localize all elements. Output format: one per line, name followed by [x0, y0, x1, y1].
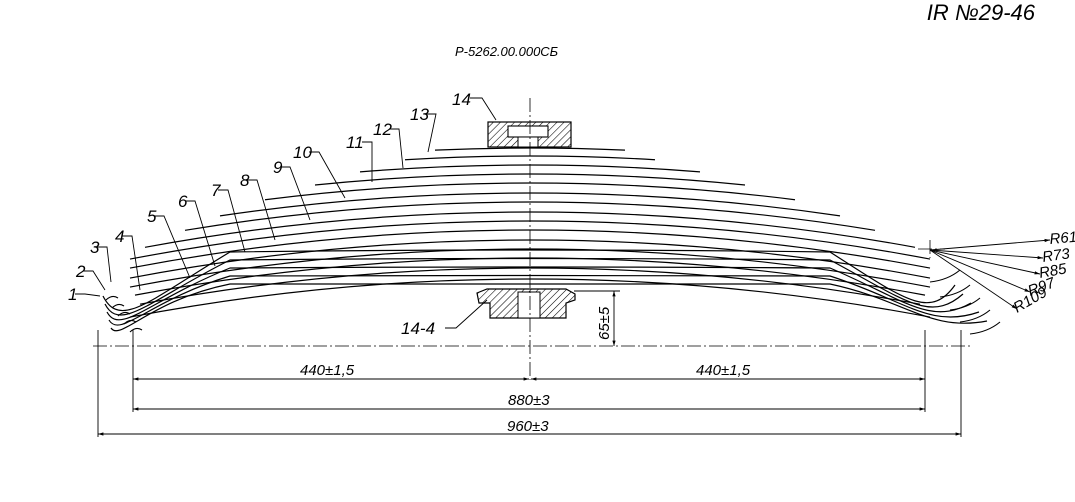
eye-end-left — [129, 327, 143, 333]
spring-eyes — [105, 269, 1001, 335]
dim-overall: 960±3 — [507, 418, 549, 435]
center-bolt-clamp — [487, 121, 572, 148]
radius-leader-R97 — [929, 249, 1031, 293]
leaf-label-11: 11 — [346, 133, 364, 152]
eye-end-left — [105, 295, 119, 301]
main-leaf — [110, 283, 988, 332]
leader-lines — [75, 97, 497, 329]
center-bolt-label: 14 — [452, 90, 471, 109]
leaf-leader-3 — [97, 246, 112, 283]
leaf-leader-5 — [154, 215, 191, 279]
leaf-label-9: 9 — [273, 158, 283, 177]
drawing-number: Р-5262.00.000СБ — [455, 44, 559, 59]
leaf-label-2: 2 — [75, 262, 86, 281]
leaf-leader-9 — [280, 166, 311, 221]
leaf-label-1: 1 — [68, 285, 77, 304]
eye-end-left — [111, 303, 125, 309]
leaf-leader-13 — [426, 113, 437, 153]
eye-end-right — [929, 269, 961, 283]
main-leaf — [102, 249, 956, 312]
leaf-leader-12 — [389, 128, 404, 169]
radius-leaders — [929, 238, 1051, 310]
lower-pad-label: 14-4 — [401, 319, 435, 338]
leaf-label-3: 3 — [90, 238, 100, 257]
dim-right-half: 440±1,5 — [696, 362, 751, 379]
dim-eye-centers: 880±3 — [508, 392, 550, 409]
radius-label-R85: R85 — [1038, 260, 1069, 282]
eye-end-left — [123, 319, 137, 325]
radius-leader-R61 — [929, 238, 1051, 251]
eye-end-right — [939, 284, 971, 298]
radius-leader-R85 — [929, 249, 1041, 275]
leaf-label-8: 8 — [240, 171, 250, 190]
leaf-leader-7 — [218, 189, 246, 253]
leaf-label-6: 6 — [178, 192, 188, 211]
leaf-leader-4 — [122, 235, 141, 291]
leaf-leader-6 — [185, 200, 216, 267]
eye-end-left — [117, 311, 131, 317]
dim-left-half: 440±1,5 — [300, 362, 355, 379]
leaf-label-5: 5 — [147, 207, 157, 226]
dim-camber: 65±5 — [596, 306, 613, 340]
radius-label-R73: R73 — [1041, 245, 1071, 266]
leaf-arc — [139, 267, 921, 305]
main-leaf — [106, 266, 972, 321]
radius-label-R61: R61 — [1049, 229, 1075, 248]
leaf-label-7: 7 — [211, 181, 221, 200]
eye-end-right — [949, 297, 981, 311]
lower-pad — [476, 288, 576, 319]
leaf-leader-11 — [362, 141, 373, 182]
eye-end-right — [969, 321, 1001, 335]
radius-leader-R73 — [929, 249, 1044, 260]
leaf-leader-8 — [247, 179, 276, 241]
center-bolt-leader — [470, 97, 497, 121]
document-id: IR №29-46 — [926, 0, 1035, 25]
leaf-label-4: 4 — [115, 227, 124, 246]
lower-pad-leader — [445, 299, 488, 329]
leaf-arc — [184, 201, 876, 231]
leaf-leader-2 — [83, 270, 106, 291]
dimension-lines — [97, 290, 962, 437]
radius-leader-R109 — [929, 249, 1018, 310]
leaf-leader-1 — [75, 293, 101, 297]
eye-end-right — [959, 309, 991, 323]
leaf-label-12: 12 — [373, 120, 392, 139]
leaf-label-13: 13 — [410, 105, 429, 124]
leaf-leader-10 — [309, 151, 346, 199]
leaf-label-10: 10 — [293, 143, 312, 162]
